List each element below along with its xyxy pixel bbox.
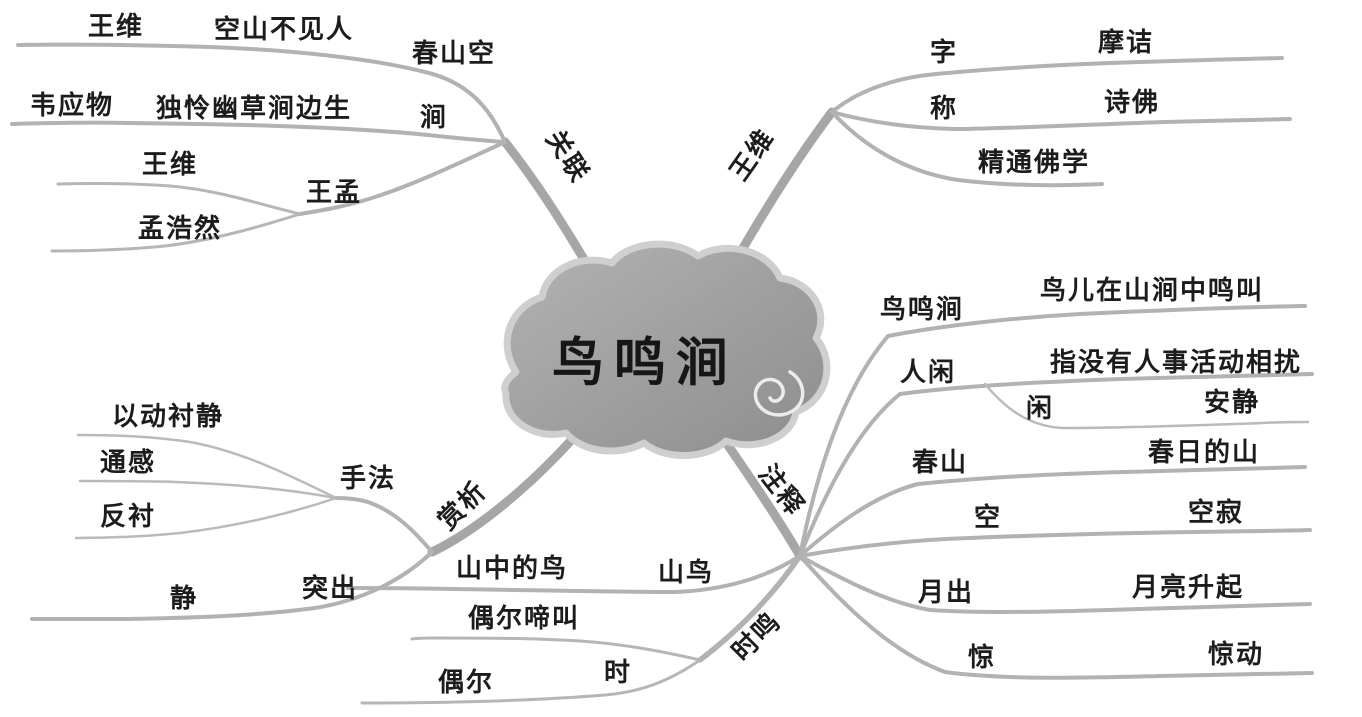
- line-guanlian-jian: [10, 120, 507, 144]
- line-shoufa-fanchen: [74, 496, 338, 540]
- node-chunshan-def: 春日的山: [1148, 438, 1261, 467]
- node-zi: 字: [930, 38, 959, 67]
- node-cheng: 称: [930, 94, 959, 123]
- line-guanlian-chunshankong: [16, 42, 507, 144]
- line-zhushi-kong: [798, 528, 1312, 558]
- line-zhushi-renxian: [798, 372, 1314, 558]
- node-shiming-def: 偶尔啼叫: [468, 604, 581, 633]
- node-jing-def: 惊动: [1208, 640, 1265, 669]
- node-kong-def: 空寂: [1188, 498, 1245, 527]
- line-zhushi-shiming-trunk: [697, 553, 803, 663]
- node-renxian: 人闲: [900, 358, 957, 387]
- line-shiming-shi: [360, 658, 702, 705]
- node-renxian-def: 指没有人事活动相扰: [1050, 348, 1303, 377]
- line-shiming-ouerti: [410, 636, 702, 662]
- node-jing-quiet: 静: [170, 584, 199, 613]
- node-jing: 惊: [968, 643, 997, 672]
- center-topic: 鸟鸣涧: [551, 335, 739, 393]
- node-wangmeng-wangwei: 王维: [142, 150, 199, 179]
- node-shifo: 诗佛: [1104, 88, 1161, 117]
- node-jian-author: 韦应物: [30, 91, 115, 120]
- line-wangmeng-wangwei: [56, 181, 302, 216]
- node-yuechu-def: 月亮升起: [1132, 573, 1245, 602]
- line-wangwei-zi: [830, 56, 1284, 114]
- center-cloud: [501, 240, 831, 459]
- node-niaomingjian: 鸟鸣涧: [880, 295, 965, 324]
- node-tonggan: 通感: [100, 448, 157, 477]
- line-guanlian-wangmeng: [298, 140, 507, 216]
- node-xian-def: 安静: [1204, 388, 1261, 417]
- node-tuchu: 突出: [302, 574, 359, 603]
- node-wangmeng-menghaoran: 孟浩然: [138, 214, 223, 243]
- cloud-swirl-icon: [753, 370, 805, 417]
- line-zhushi-yuechu: [798, 554, 1312, 614]
- line-zhushi-shanniao: [346, 554, 802, 594]
- line-zhushi-chunshan: [798, 465, 1307, 558]
- node-shoufa: 手法: [340, 464, 397, 493]
- node-shanniao-def: 山中的鸟: [456, 554, 569, 583]
- line-shoufa-yidongchenjing: [76, 433, 338, 500]
- node-xian: 闲: [1026, 394, 1055, 423]
- line-shangxi-shoufa: [334, 496, 434, 554]
- node-jingtongfoxue: 精通佛学: [978, 148, 1091, 177]
- line-zhushi-xian: [983, 382, 1310, 430]
- node-niaomingjian-def: 鸟儿在山涧中鸣叫: [1040, 276, 1265, 305]
- line-zhushi-jing: [798, 554, 1314, 680]
- node-wangmeng: 王孟: [306, 178, 363, 207]
- line-zhushi-niaomingjian: [798, 304, 1307, 558]
- node-yidongchenjing: 以动衬静: [112, 402, 225, 431]
- node-shi-def: 偶尔: [438, 668, 495, 697]
- node-jian-quote: 独怜幽草涧边生: [156, 94, 353, 123]
- line-wangmeng-menghaoran: [50, 212, 302, 253]
- node-chunshankong: 春山空: [412, 39, 497, 68]
- node-jian: 涧: [420, 103, 449, 132]
- node-kong: 空: [974, 503, 1003, 532]
- node-shi: 时: [604, 658, 633, 687]
- line-shoufa-tonggan: [78, 479, 338, 500]
- node-shanniao: 山鸟: [658, 558, 715, 587]
- node-chunshankong-author: 王维: [88, 12, 145, 41]
- node-chunshankong-quote: 空山不见人: [214, 15, 355, 44]
- line-wangwei-cheng: [830, 110, 1292, 131]
- node-chunshan: 春山: [912, 448, 969, 477]
- line-shangxi-tuchu: [30, 550, 434, 622]
- node-fanchen: 反衬: [100, 502, 157, 531]
- node-yuechu: 月出: [918, 578, 975, 607]
- node-mojie: 摩诘: [1098, 28, 1155, 57]
- line-wangwei-foxue: [830, 110, 1104, 188]
